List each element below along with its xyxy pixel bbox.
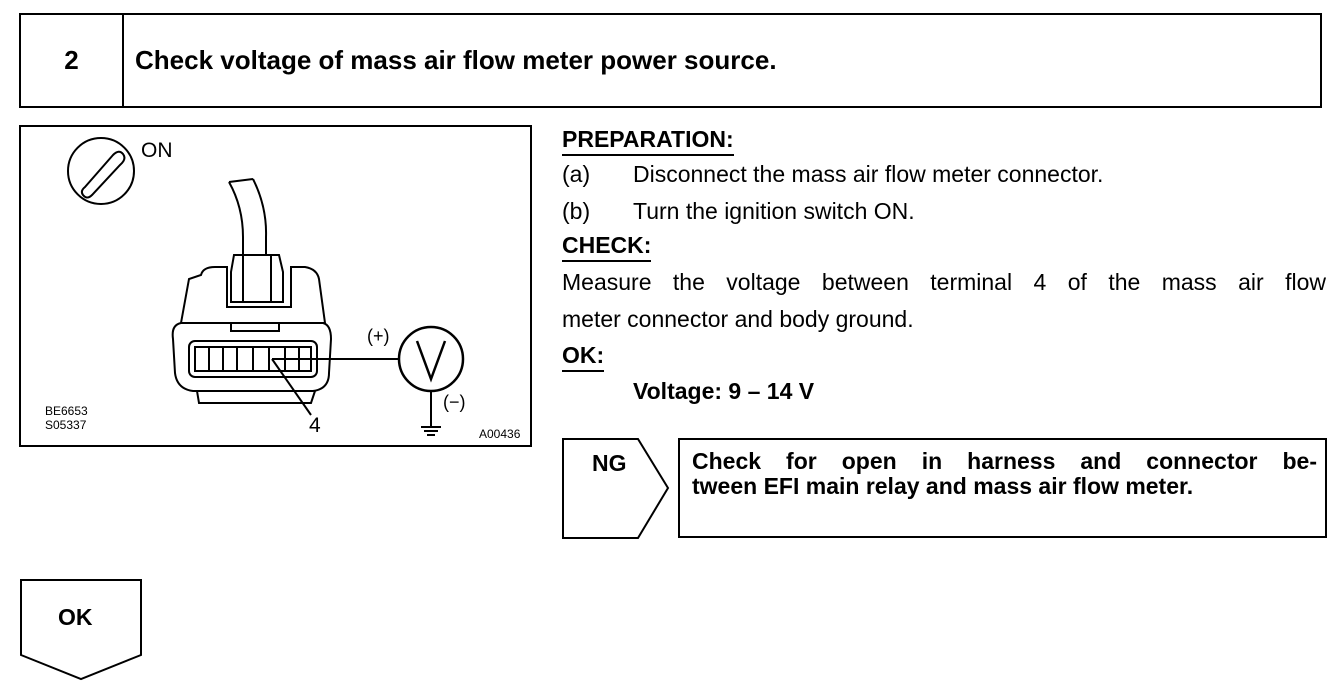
figure-code: A00436 — [479, 427, 521, 441]
step-text-b: Turn the ignition switch ON. — [633, 198, 915, 224]
ok-arrow-icon — [20, 579, 142, 681]
voltage-spec: Voltage: 9 – 14 V — [633, 378, 815, 404]
preparation-heading-wrap: PREPARATION: — [562, 126, 734, 156]
terminal-label: 4 — [309, 414, 321, 437]
ok-heading: OK: — [562, 342, 605, 372]
check-text-line1: Measure the voltage between terminal 4 o… — [562, 269, 1326, 295]
ng-arrow-icon — [562, 438, 670, 539]
preparation-heading: PREPARATION: — [562, 126, 734, 156]
wiring-diagram — [67, 137, 465, 436]
connector-figure: ON (+) (−) 4 BE6653 S05337 A00436 — [19, 125, 532, 447]
step-label-a: (a) — [562, 161, 591, 187]
negative-probe-label: (−) — [443, 392, 466, 412]
figure-code: BE6653 — [45, 404, 88, 418]
step-header: 2 Check voltage of mass air flow meter p… — [19, 13, 1322, 108]
figure-code: S05337 — [45, 418, 87, 432]
ok-heading-wrap: OK: — [562, 342, 605, 372]
ground-icon — [421, 391, 441, 436]
positive-probe-label: (+) — [367, 326, 390, 346]
voltmeter-icon — [397, 325, 465, 393]
step-label-b: (b) — [562, 198, 591, 224]
ng-message-line2: tween EFI main relay and mass air flow m… — [692, 473, 1194, 499]
ok-branch-label: OK — [58, 604, 93, 630]
ng-action-box: Check for open in harness and connector … — [678, 438, 1327, 538]
ng-label: NG — [592, 450, 627, 476]
ignition-key-icon — [67, 137, 135, 205]
ignition-on-label: ON — [141, 139, 173, 162]
ng-message-line1: Check for open in harness and connector … — [692, 448, 1317, 474]
step-text-a: Disconnect the mass air flow meter conne… — [633, 161, 1104, 187]
check-heading-wrap: CHECK: — [562, 232, 652, 262]
step-title: Check voltage of mass air flow meter pow… — [135, 45, 777, 75]
connector-icon — [171, 254, 333, 404]
harness-wire — [228, 178, 268, 255]
probe-lead — [271, 358, 399, 416]
check-text-line2: meter connector and body ground. — [562, 306, 914, 332]
step-number: 2 — [21, 15, 124, 106]
check-heading: CHECK: — [562, 232, 652, 262]
